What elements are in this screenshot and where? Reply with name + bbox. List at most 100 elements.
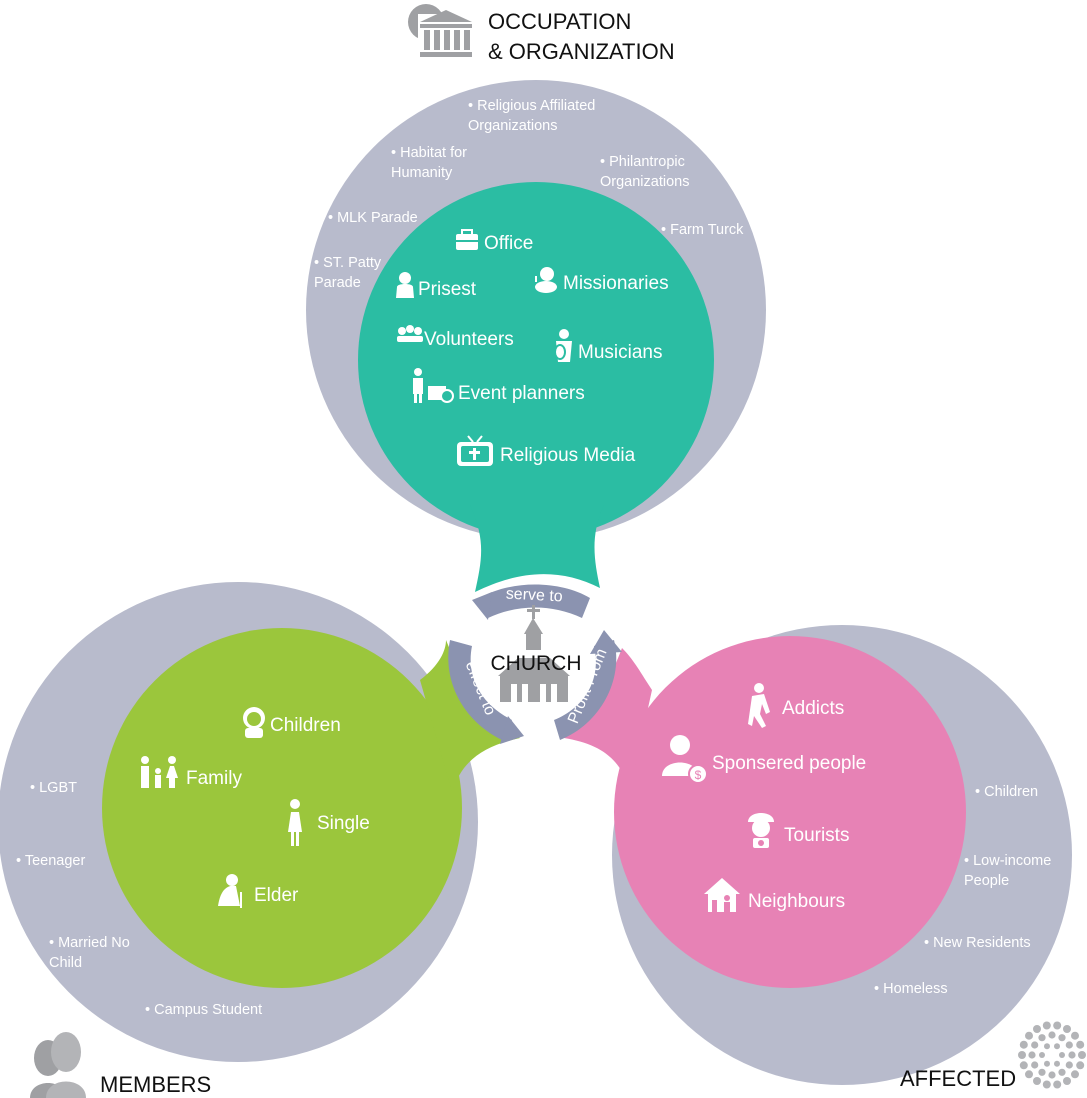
- affected-blob: [564, 636, 966, 988]
- list-item: Religious Media: [500, 445, 636, 466]
- list-item: • MLK Parade: [328, 210, 418, 226]
- dot: [1076, 1040, 1085, 1049]
- members-blob: [102, 628, 520, 988]
- dots-circle-icon: [1018, 1021, 1086, 1089]
- occupation-blob: [358, 182, 714, 592]
- dot: [1028, 1051, 1036, 1059]
- members-title: MEMBERS: [100, 1072, 211, 1097]
- dot: [1063, 1025, 1071, 1033]
- addict-icon: [748, 683, 770, 728]
- volunteers-icon: [397, 325, 423, 342]
- dot: [1042, 1080, 1051, 1089]
- briefcase-icon: [456, 229, 478, 250]
- dot: [1068, 1051, 1076, 1059]
- dot: [1025, 1070, 1033, 1079]
- dot: [1058, 1068, 1066, 1076]
- dot: [1019, 1040, 1028, 1049]
- dot: [1038, 1034, 1046, 1042]
- dot: [1076, 1061, 1085, 1070]
- dot: [1018, 1051, 1026, 1059]
- dot: [1031, 1061, 1039, 1069]
- dot: [1042, 1021, 1051, 1030]
- missionary-icon: [535, 267, 557, 293]
- dot: [1025, 1031, 1033, 1040]
- members-inner-list: Children Family Single Elder: [141, 707, 370, 908]
- dot: [1044, 1043, 1050, 1050]
- dot: [1031, 1041, 1039, 1049]
- child-icon: [243, 707, 265, 738]
- list-item: Children: [270, 715, 341, 736]
- family-icon: [141, 756, 178, 788]
- list-item: Volunteers: [424, 329, 514, 350]
- serve-to-arrow: [480, 584, 590, 618]
- dot: [1058, 1034, 1066, 1042]
- occupation-inner-list: Office Prisest Missionaries Volunteers M…: [396, 229, 669, 466]
- list-item: Event planners: [458, 383, 585, 404]
- dot: [1033, 1077, 1041, 1085]
- profit-from-arrow: [554, 640, 617, 740]
- list-item: Missionaries: [563, 273, 669, 294]
- list-item: Sponsered people: [712, 753, 866, 774]
- house-neighbours-icon: [704, 878, 740, 912]
- list-item: • Children: [975, 784, 1038, 800]
- affected-inner-list: Addicts $ Sponsered people Tourists Neig…: [662, 683, 866, 912]
- affected-title: AFFECTED: [900, 1066, 1016, 1091]
- sponsored-person-icon: $: [662, 735, 708, 784]
- dot: [1019, 1061, 1028, 1070]
- elder-icon: [218, 874, 242, 908]
- dot: [1053, 1080, 1062, 1089]
- gear-building-icon: [408, 4, 474, 60]
- list-item: Prisest: [418, 279, 477, 300]
- list-item: • Teenager: [16, 853, 85, 869]
- effect-to-arrow: [448, 640, 512, 740]
- church-label: CHURCH: [491, 652, 582, 675]
- dot: [1053, 1021, 1062, 1030]
- occupation-title-line2: & ORGANIZATION: [488, 39, 675, 64]
- list-item: Family: [186, 768, 242, 789]
- tourist-icon: [748, 813, 774, 848]
- musician-icon: [554, 329, 572, 362]
- list-item: Office: [484, 233, 533, 254]
- priest-icon: [396, 272, 414, 298]
- dot: [1054, 1060, 1060, 1067]
- dot: [1054, 1043, 1060, 1050]
- dot: [1071, 1031, 1079, 1040]
- list-item: Tourists: [784, 825, 849, 846]
- event-planner-icon: [413, 368, 454, 403]
- dot: [1059, 1052, 1065, 1058]
- dot: [1044, 1060, 1050, 1067]
- list-item: Single: [317, 813, 370, 834]
- list-item: Neighbours: [748, 891, 845, 912]
- serve-to-label: serve to: [505, 586, 563, 606]
- dot: [1038, 1068, 1046, 1076]
- list-item: Addicts: [782, 698, 844, 719]
- dot: [1048, 1071, 1056, 1079]
- church-icon: [498, 605, 570, 702]
- dot: [1078, 1051, 1086, 1059]
- tv-cross-icon: [457, 435, 493, 466]
- list-item: Musicians: [578, 342, 662, 363]
- dot: [1048, 1031, 1056, 1039]
- list-item: • New Residents: [924, 935, 1031, 951]
- list-item: • Homeless: [874, 981, 948, 997]
- people-heads-icon: [30, 1032, 86, 1098]
- list-item: • LGBT: [30, 780, 77, 796]
- dot: [1071, 1070, 1079, 1079]
- dot: [1063, 1077, 1071, 1085]
- dot: [1039, 1052, 1045, 1058]
- list-item: • Campus Student: [145, 1002, 262, 1018]
- single-person-icon: [288, 799, 302, 846]
- dot: [1065, 1061, 1073, 1069]
- dot: [1065, 1041, 1073, 1049]
- list-item: • Farm Turck: [661, 222, 744, 238]
- occupation-title-line1: OCCUPATION: [488, 9, 631, 34]
